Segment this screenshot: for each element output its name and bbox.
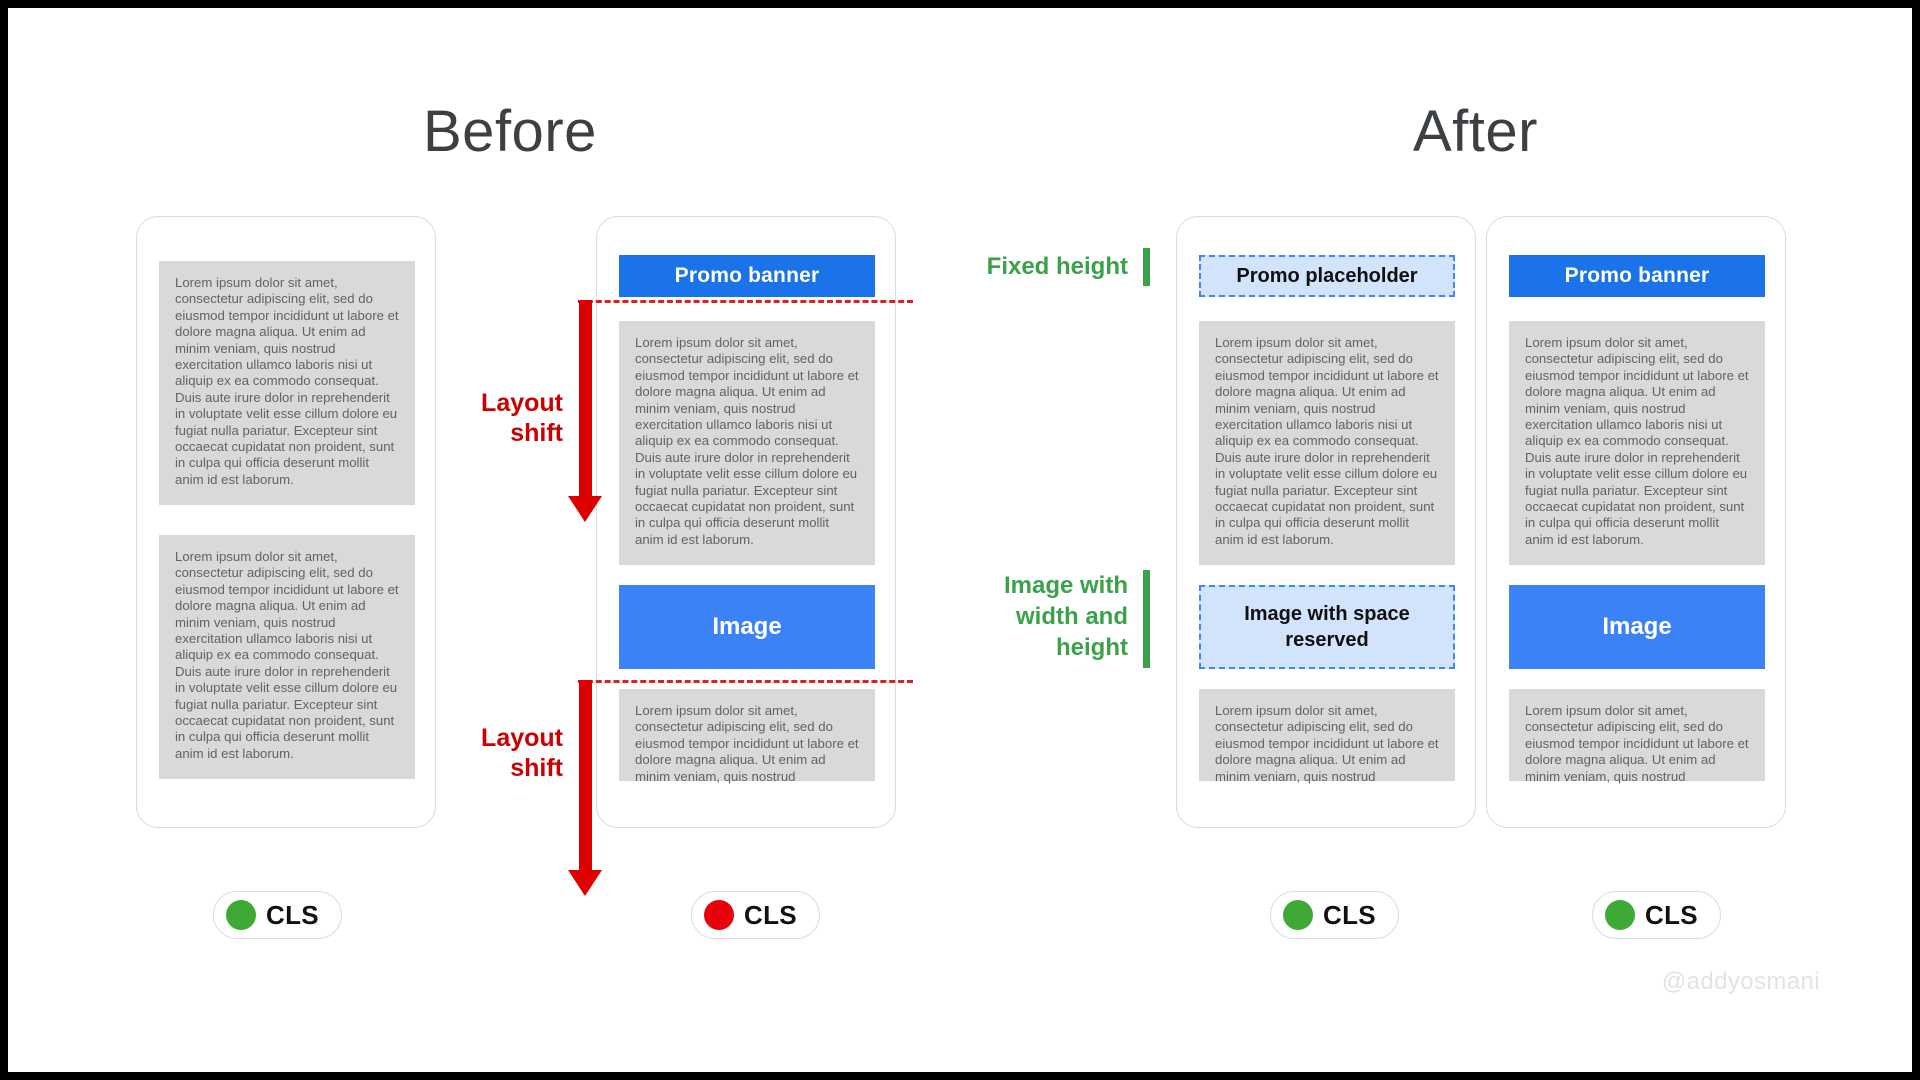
text-card: Lorem ipsum dolor sit amet, consectetur … [1509, 689, 1765, 784]
phone-mockup-before-initial: Lorem ipsum dolor sit amet, consectetur … [136, 216, 436, 828]
fixed-height-marker [1143, 248, 1150, 286]
status-badge-label: CLS [1323, 899, 1376, 930]
layout-shift-label: Layout shift [481, 389, 563, 447]
heading-after: After [1413, 99, 1538, 164]
text-card: Lorem ipsum dolor sit amet, consectetur … [619, 321, 875, 565]
phone-mockup-after-placeholder: Promo placeholder Lorem ipsum dolor sit … [1176, 216, 1476, 828]
text-card: Lorem ipsum dolor sit amet, consectetur … [159, 535, 415, 779]
heading-before: Before [423, 99, 597, 164]
layout-shift-label: Layout shift [481, 724, 563, 782]
layout-shift-guide-line [578, 300, 913, 303]
text-card: Lorem ipsum dolor sit amet, consectetur … [1199, 321, 1455, 565]
status-dot-good-icon [1283, 900, 1313, 930]
text-card: Lorem ipsum dolor sit amet, consectetur … [619, 689, 875, 784]
promo-banner: Promo banner [1509, 255, 1765, 297]
promo-banner: Promo banner [619, 255, 875, 297]
status-badge-cls: CLS [213, 891, 342, 939]
fixed-height-label: Fixed height [986, 253, 1128, 280]
status-dot-good-icon [1605, 900, 1635, 930]
status-dot-bad-icon [704, 900, 734, 930]
status-badge-label: CLS [266, 899, 319, 930]
text-card: Lorem ipsum dolor sit amet, consectetur … [159, 261, 415, 505]
status-dot-good-icon [226, 900, 256, 930]
image-block: Image [619, 585, 875, 669]
status-badge-cls: CLS [1592, 891, 1721, 939]
image-block: Image [1509, 585, 1765, 669]
status-badge-cls: CLS [691, 891, 820, 939]
promo-placeholder: Promo placeholder [1199, 255, 1455, 297]
status-badge-label: CLS [1645, 899, 1698, 930]
image-dimensions-marker [1143, 570, 1150, 668]
author-watermark: @addyosmani [1661, 968, 1820, 995]
image-placeholder: Image with space reserved [1199, 585, 1455, 669]
layout-shift-guide-line [578, 680, 913, 683]
phone-mockup-before-loaded: Promo banner Lorem ipsum dolor sit amet,… [596, 216, 896, 828]
slide-canvas: Before After Lorem ipsum dolor sit amet,… [8, 8, 1912, 1072]
status-badge-label: CLS [744, 899, 797, 930]
text-card: Lorem ipsum dolor sit amet, consectetur … [1199, 689, 1455, 784]
image-dimensions-label: Image with width and height [1003, 572, 1128, 661]
phone-mockup-after-loaded: Promo banner Lorem ipsum dolor sit amet,… [1486, 216, 1786, 828]
text-card: Lorem ipsum dolor sit amet, consectetur … [1509, 321, 1765, 565]
status-badge-cls: CLS [1270, 891, 1399, 939]
